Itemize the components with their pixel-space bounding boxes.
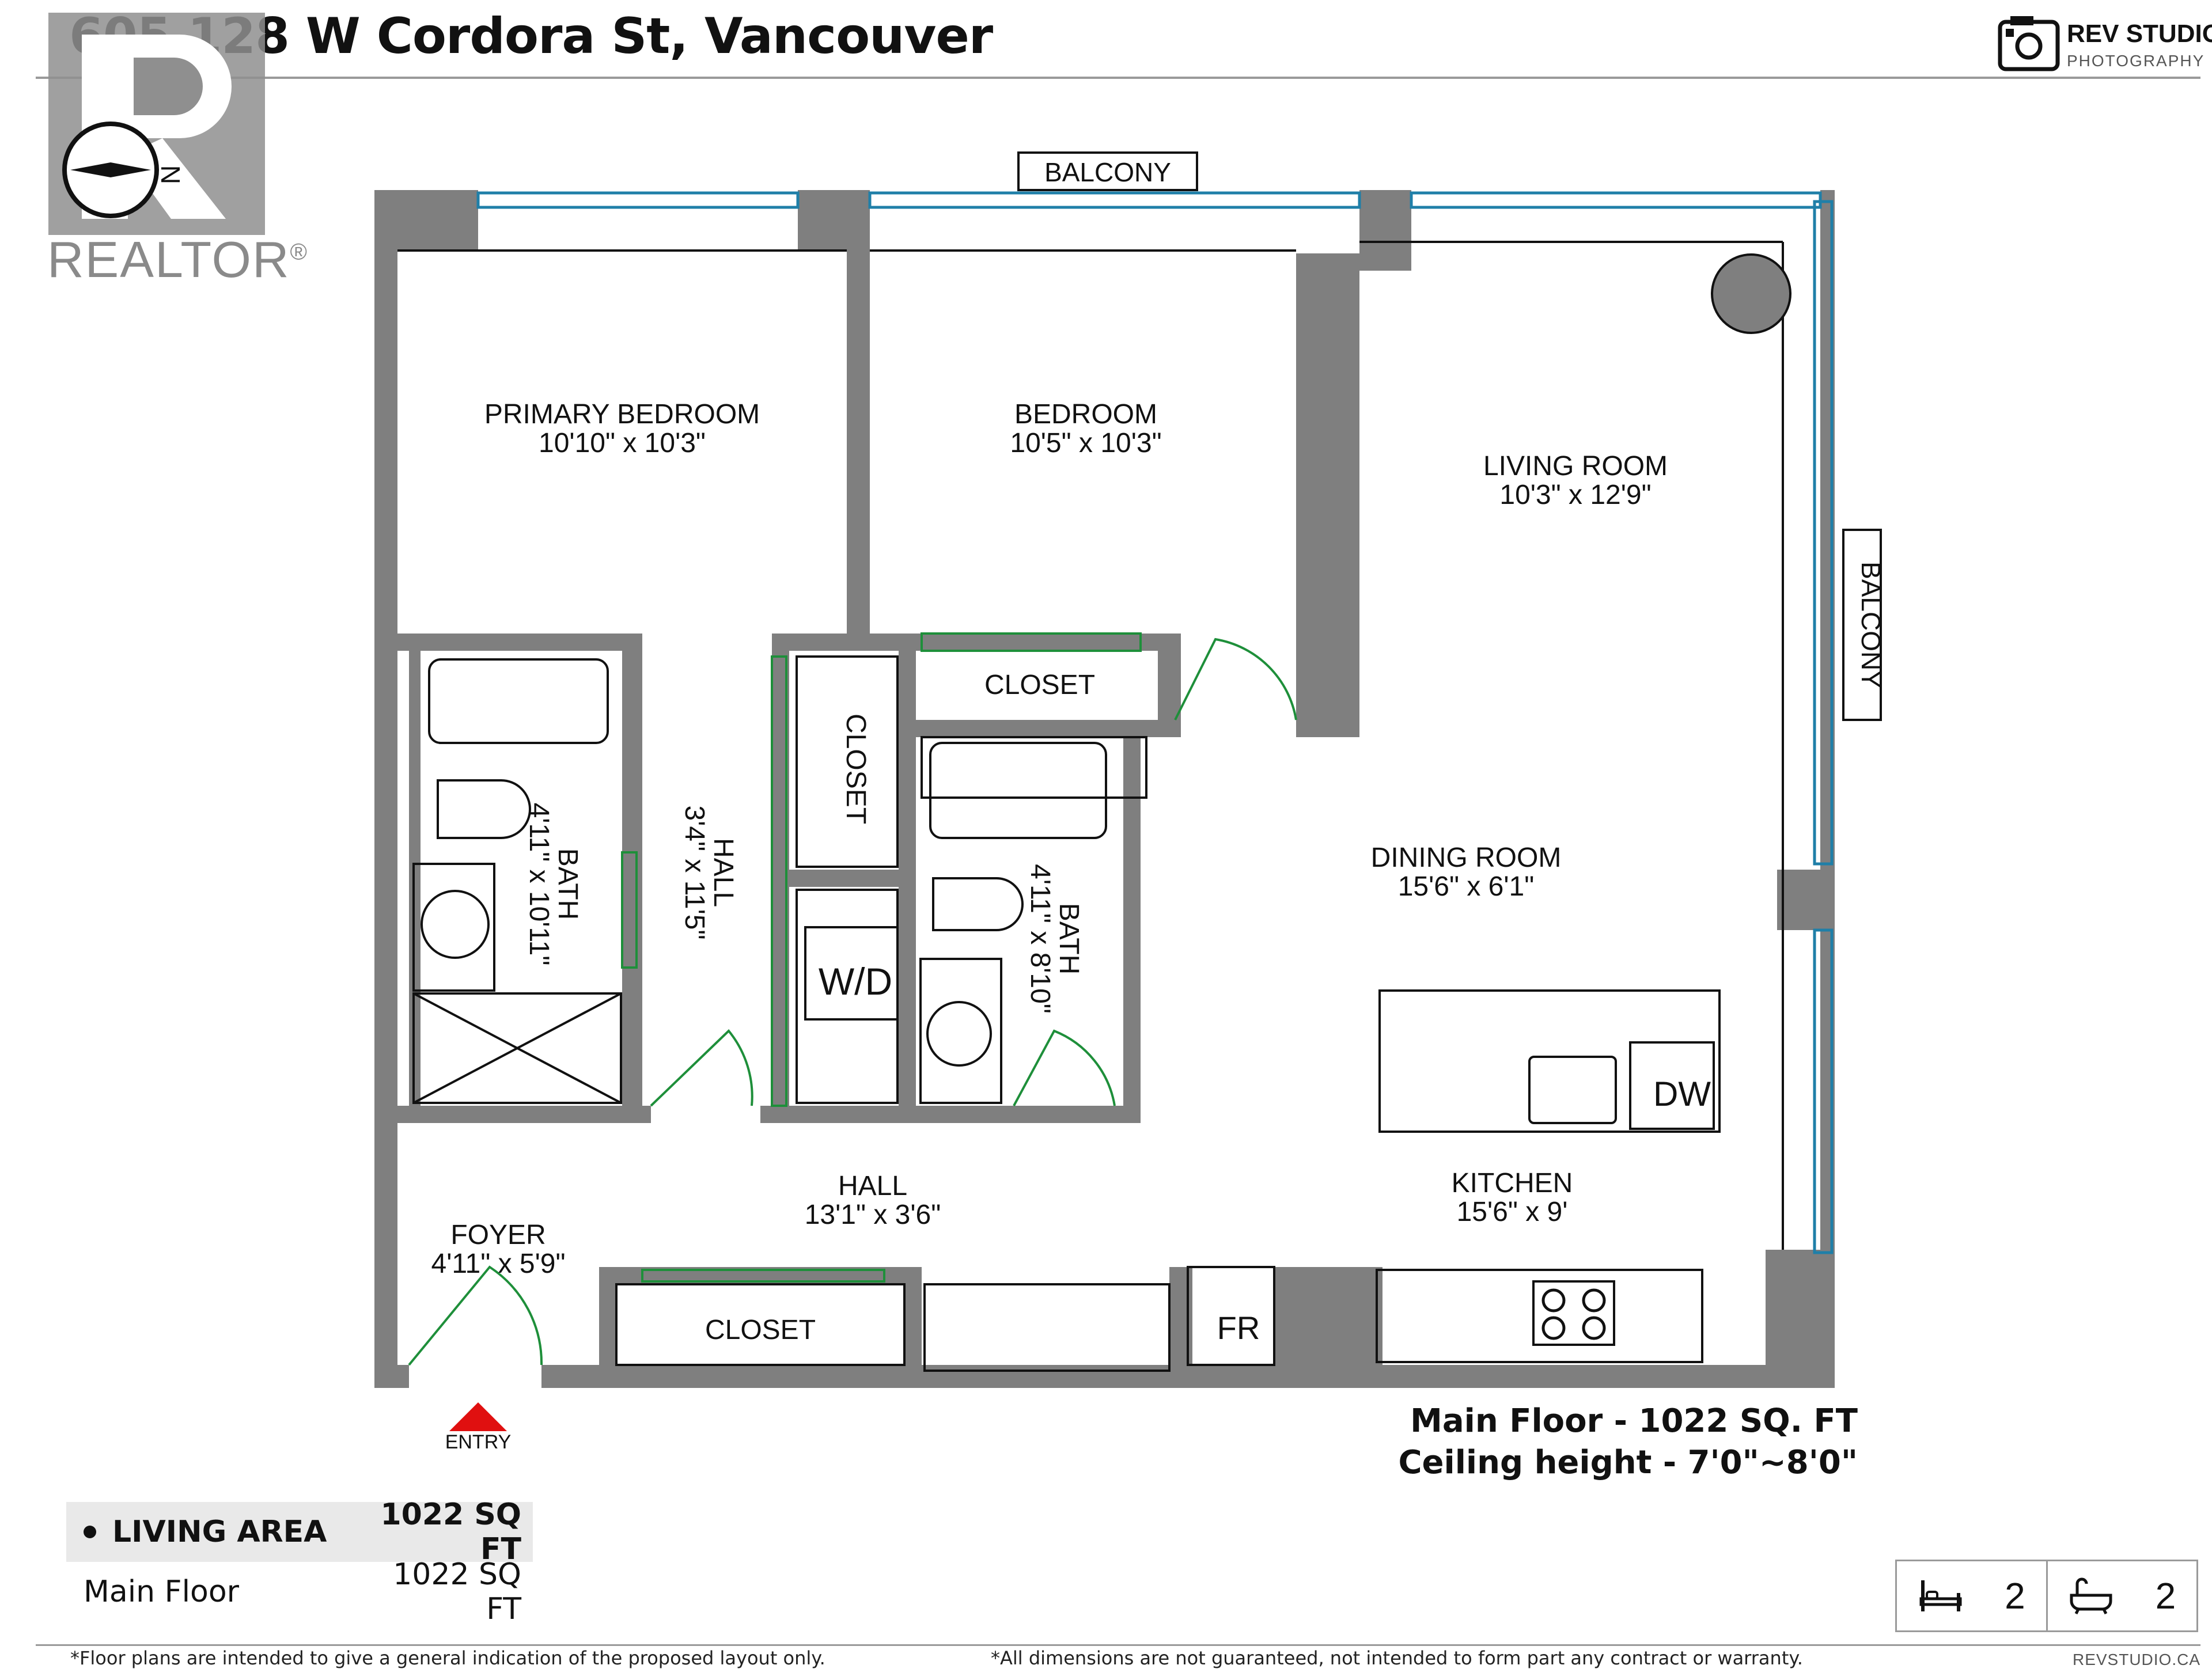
dishwasher-label: DW xyxy=(1653,1075,1711,1113)
svg-text:N: N xyxy=(156,165,185,184)
entry-arrow-icon xyxy=(449,1402,507,1431)
closet-bedroom-label: CLOSET xyxy=(984,670,1095,700)
foyer-dims: 4'11" x 5'9" xyxy=(431,1249,566,1279)
room-counts: 2 2 xyxy=(1895,1560,2198,1632)
bath-second-dims: 4'11" x 8'10" xyxy=(1025,864,1055,1014)
column xyxy=(1711,253,1791,334)
primary-bedroom-name: PRIMARY BEDROOM xyxy=(484,399,760,430)
hall-vertical-dims: 3'4" x 11'5" xyxy=(679,806,710,940)
walls xyxy=(374,190,1835,1388)
brand-name: REV STUDIO xyxy=(2067,20,2212,48)
brand-subtitle: PHOTOGRAPHY xyxy=(2067,52,2205,70)
windows xyxy=(476,191,1834,1254)
hall-main-name: HALL xyxy=(838,1171,907,1201)
interior-lines xyxy=(397,241,1784,1372)
bullet-icon xyxy=(84,1526,96,1538)
balcony-top-label: BALCONY xyxy=(1044,157,1171,187)
living-area-header: LIVING AREA 1022 SQ FT xyxy=(66,1497,533,1566)
camera-icon xyxy=(1998,16,2060,71)
bathroom-count-cell: 2 xyxy=(2046,1561,2197,1630)
ceiling-height: Ceiling height - 7'0"~8'0" xyxy=(1398,1444,1858,1481)
floor-name: Main Floor xyxy=(84,1575,240,1609)
bedroom-count-cell: 2 xyxy=(1897,1561,2046,1630)
hall-main-dims: 13'1" x 3'6" xyxy=(805,1200,941,1230)
bathroom-count: 2 xyxy=(2155,1575,2176,1617)
kitchen-name: KITCHEN xyxy=(1452,1168,1573,1198)
kitchen-dims: 15'6" x 9' xyxy=(1457,1197,1568,1227)
foyer-name: FOYER xyxy=(450,1220,546,1250)
bedroom-dims: 10'5" x 10'3" xyxy=(1010,428,1161,458)
living-room-name: LIVING ROOM xyxy=(1483,451,1668,481)
doors xyxy=(408,632,1297,1366)
washer-dryer-label: W/D xyxy=(819,960,892,1003)
footer-divider xyxy=(36,1644,2200,1646)
bath-fixtures xyxy=(412,779,1024,1104)
living-area-table: LIVING AREA 1022 SQ FT Main Floor 1022 S… xyxy=(66,1497,533,1626)
dining-room-name: DINING ROOM xyxy=(1371,843,1562,873)
fridge-label: FR xyxy=(1217,1310,1260,1346)
bath-primary-name: BATH xyxy=(552,848,583,920)
balconies: BALCONY BALCONY xyxy=(1017,151,1886,721)
living-area-value: 1022 SQ FT xyxy=(380,1497,522,1566)
bathtub-icon xyxy=(2070,1577,2112,1615)
bedroom-name: BEDROOM xyxy=(1014,399,1157,430)
studio-website: REVSTUDIO.CA xyxy=(2072,1651,2200,1668)
balcony-side-label: BALCONY xyxy=(1856,562,1886,688)
main-floor-area: Main Floor - 1022 SQ. FT xyxy=(1410,1402,1858,1440)
bath-primary-dims: 4'11" x 10'11" xyxy=(524,803,554,966)
bath-second-name: BATH xyxy=(1054,903,1084,974)
bedroom-count: 2 xyxy=(2005,1575,2025,1617)
realtor-logo: N xyxy=(48,13,265,235)
entry-label: ENTRY xyxy=(445,1431,512,1453)
room-labels: PRIMARY BEDROOM 10'10" x 10'3" BEDROOM 1… xyxy=(431,399,1711,1453)
stove-icon xyxy=(1541,1288,1606,1340)
floor-area: 1022 SQ FT xyxy=(393,1557,521,1626)
realtor-wordmark: REALTOR® xyxy=(47,231,308,288)
dining-room-dims: 15'6" x 6'1" xyxy=(1398,871,1535,902)
header-divider xyxy=(36,77,2200,79)
primary-bedroom-dims: 10'10" x 10'3" xyxy=(539,428,706,458)
living-room-dims: 10'3" x 12'9" xyxy=(1499,480,1651,510)
hall-vertical-name: HALL xyxy=(708,838,738,907)
layout-disclaimer: *Floor plans are intended to give a gene… xyxy=(70,1647,825,1669)
closet-hall-label: CLOSET xyxy=(840,714,871,824)
floor-summary: Main Floor - 1022 SQ. FT Ceiling height … xyxy=(1398,1401,1858,1484)
bed-icon xyxy=(1919,1580,1962,1611)
dimensions-disclaimer: *All dimensions are not guaranteed, not … xyxy=(991,1647,1803,1669)
living-area-label: LIVING AREA xyxy=(112,1515,327,1549)
closet-foyer-label: CLOSET xyxy=(705,1315,816,1345)
table-row: Main Floor 1022 SQ FT xyxy=(66,1557,533,1626)
